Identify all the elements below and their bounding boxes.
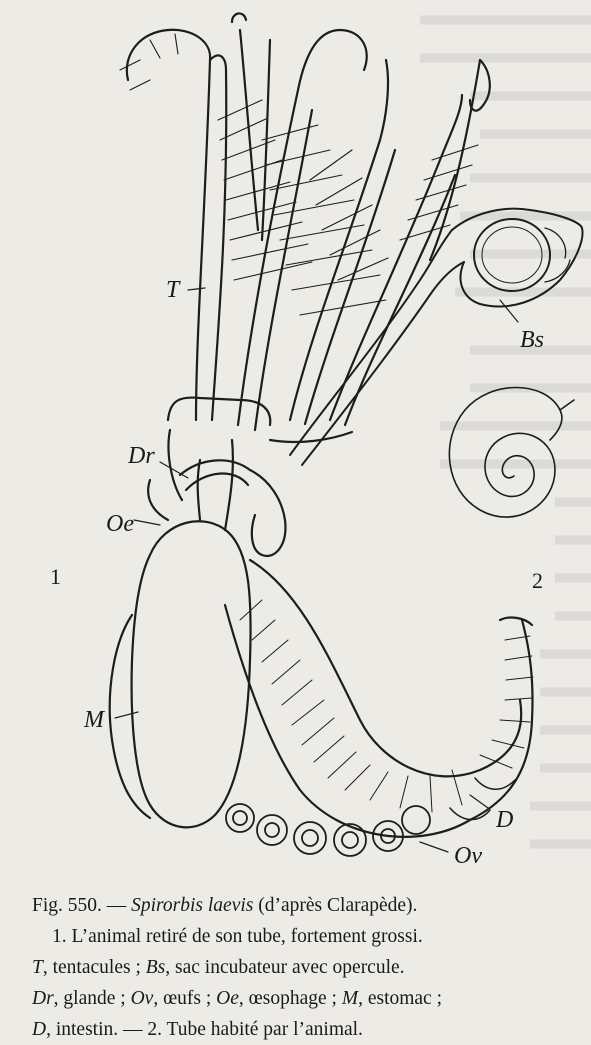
- caption-text: , sac incubateur avec opercule.: [165, 957, 404, 978]
- caption-text: , glande ;: [54, 988, 131, 1009]
- tube-spiral: [449, 388, 574, 518]
- caption-Oe: Oe: [216, 988, 239, 1009]
- stomach: [110, 521, 251, 827]
- caption-source: (d’après Clarapède).: [258, 895, 417, 916]
- caption-D: D: [32, 1019, 46, 1040]
- label-intestine: D: [496, 808, 513, 832]
- label-leaders: [115, 288, 518, 852]
- caption-T: T: [32, 957, 43, 978]
- caption-text: , estomac ;: [358, 988, 442, 1009]
- label-incubating-sac: Bs: [520, 328, 544, 352]
- body-segment-lines: [240, 600, 533, 812]
- intestine: [225, 560, 533, 837]
- label-eggs: Ov: [454, 844, 482, 868]
- tentacles: [127, 13, 490, 430]
- thorax-collar: [148, 398, 352, 556]
- label-oesophagus: Oe: [106, 512, 134, 536]
- label-tentacles: T: [166, 278, 179, 302]
- eggs: [226, 804, 430, 856]
- label-gland: Dr: [128, 444, 155, 468]
- caption-line-3: T, tentacules ; Bs, sac incubateur avec …: [32, 952, 588, 983]
- label-figure-1: 1: [50, 566, 61, 588]
- caption-Dr: Dr: [32, 988, 54, 1009]
- caption-line-4: Dr, glande ; Ov, œufs ; Oe, œsophage ; M…: [32, 983, 588, 1014]
- caption-Bs: Bs: [146, 957, 166, 978]
- spirorbis-drawing: [0, 0, 591, 890]
- caption-text: , œufs ;: [153, 988, 216, 1009]
- label-stomach: M: [84, 708, 104, 732]
- caption-text: , intestin. — 2. Tube habité par l’anima…: [46, 1019, 363, 1040]
- caption-species: Spirorbis laevis: [131, 895, 253, 916]
- caption-line-1: Fig. 550. — Spirorbis laevis (d’après Cl…: [32, 890, 588, 921]
- label-figure-2: 2: [532, 570, 543, 592]
- caption-line-2: 1. L’animal retiré de son tube, fortemen…: [32, 921, 588, 952]
- caption-text: , tentacules ;: [43, 957, 146, 978]
- caption-fig-number: Fig. 550. —: [32, 895, 126, 916]
- caption-M: M: [342, 988, 358, 1009]
- caption-text: , œsophage ;: [239, 988, 342, 1009]
- caption-line-5: D, intestin. — 2. Tube habité par l’anim…: [32, 1014, 588, 1045]
- caption-Ov: Ov: [131, 988, 154, 1009]
- spirorbis-illustration: T Bs Dr Oe M D Ov 1 2: [0, 0, 591, 890]
